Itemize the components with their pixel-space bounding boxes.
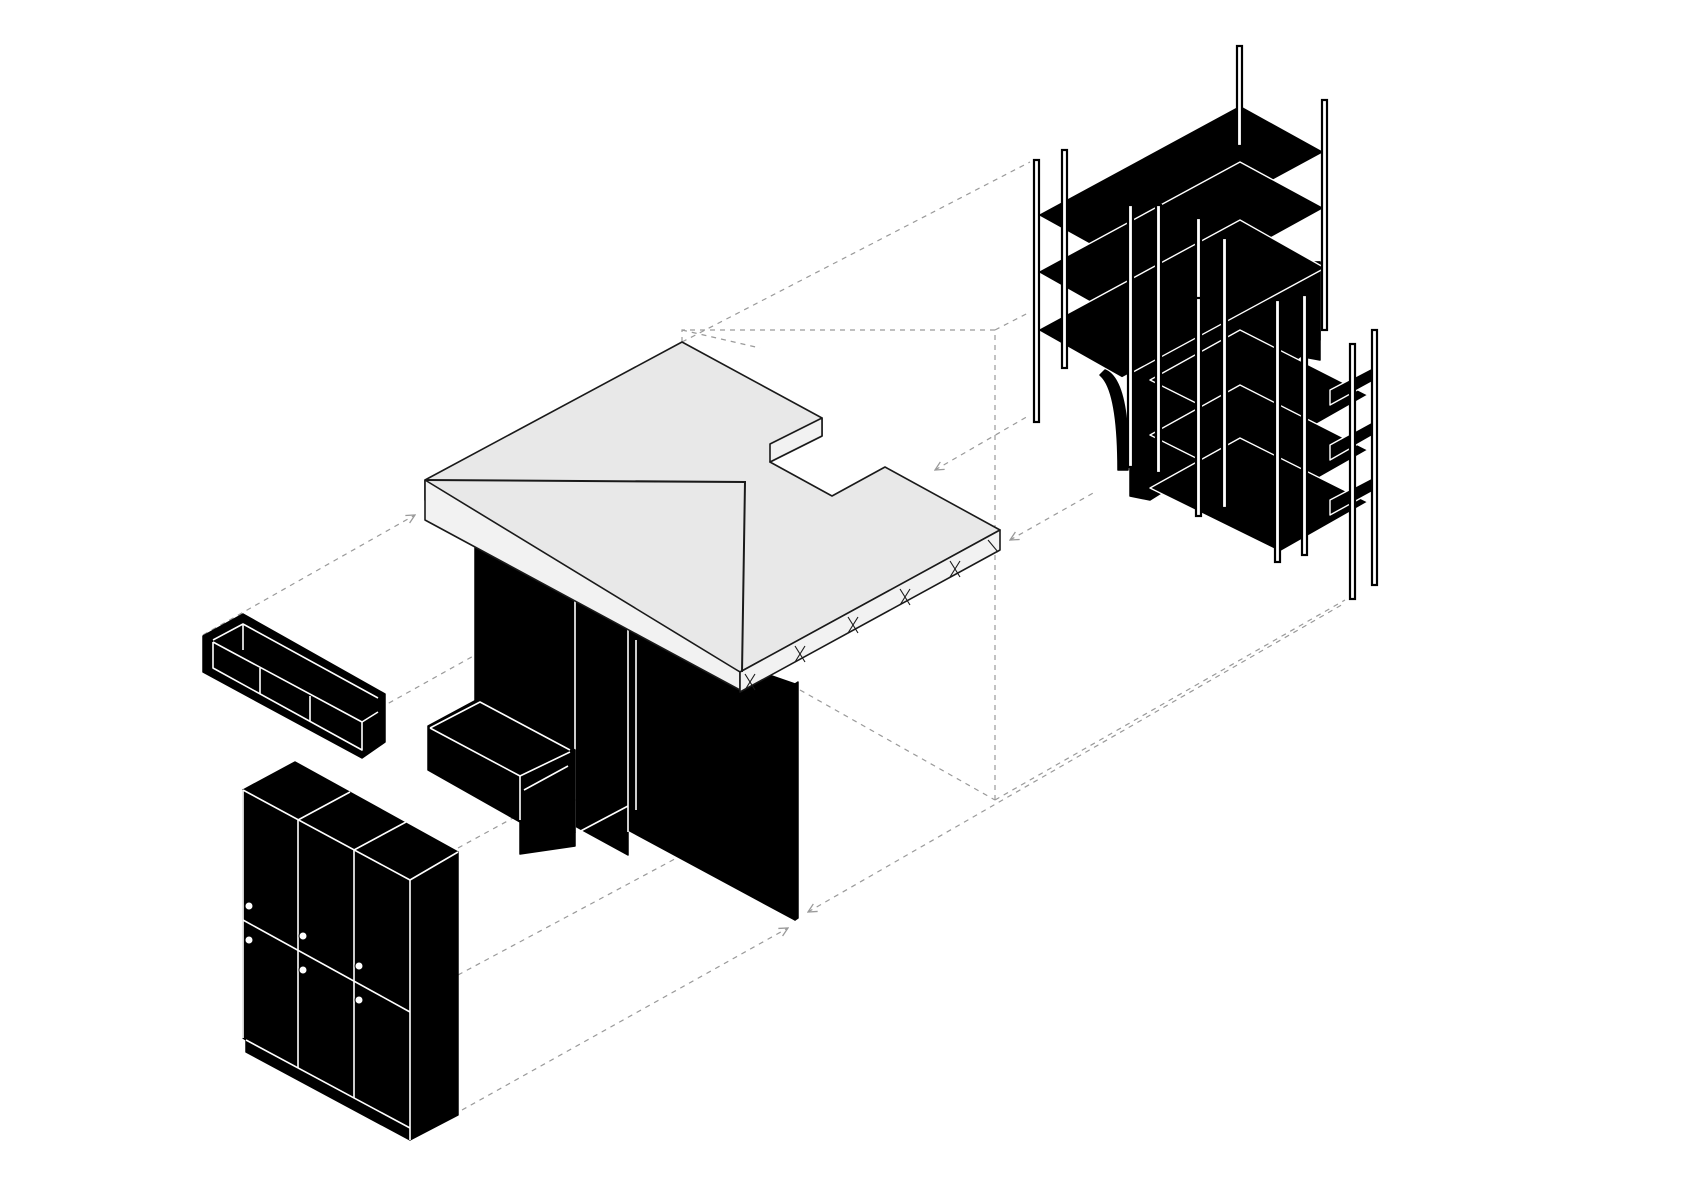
cubby-shelf[interactable] xyxy=(202,613,386,759)
shelving-frame[interactable] xyxy=(1032,44,1379,601)
locker-cabinet[interactable] xyxy=(242,761,459,1141)
roof-platform[interactable] xyxy=(424,341,1001,693)
bench-seat[interactable] xyxy=(427,697,576,855)
locker-knob-icon xyxy=(244,901,364,1005)
frame-post-icon xyxy=(1032,44,1379,601)
